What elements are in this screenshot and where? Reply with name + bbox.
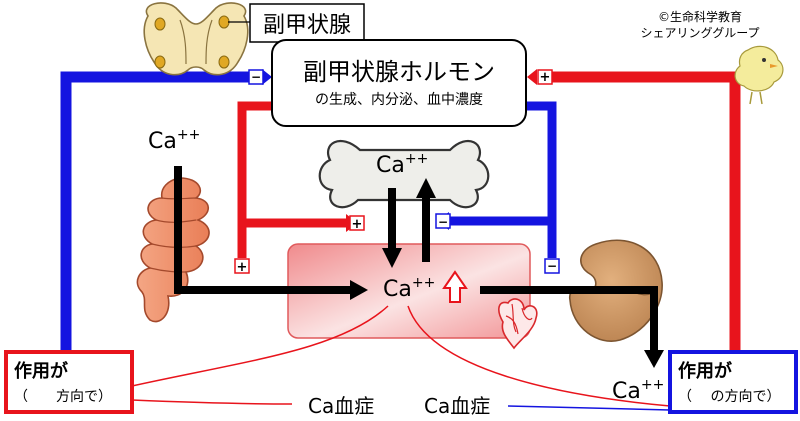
connector-left-condition xyxy=(131,399,293,405)
left-action-box xyxy=(4,350,134,414)
ca-bone-label: Ca++ xyxy=(376,151,428,178)
svg-text:+: + xyxy=(540,70,551,85)
heart-icon xyxy=(498,298,538,350)
svg-text:−: − xyxy=(251,70,261,84)
sign-kidney-minus: − xyxy=(544,258,560,274)
chick-mascot-icon xyxy=(734,45,784,105)
sign-bone-plus: + xyxy=(349,215,365,232)
connector-blood-left xyxy=(131,305,389,387)
gland-label: 副甲状腺 xyxy=(263,13,351,38)
absorption-arrowhead xyxy=(350,280,368,300)
intestine-icon xyxy=(136,177,210,323)
right-action-box xyxy=(668,350,798,414)
excretion-arrow xyxy=(480,286,658,350)
ca-intestine-label: Ca++ xyxy=(148,127,200,154)
sign-bone-minus: − xyxy=(435,213,451,229)
right-loop-arrowhead xyxy=(527,69,537,85)
bone-icon xyxy=(318,139,490,209)
gland-label-box xyxy=(249,3,365,43)
ca-blood-label: Ca++ xyxy=(383,275,435,302)
bone-deposit-arrowhead xyxy=(416,178,436,198)
svg-text:+: + xyxy=(352,217,363,232)
excretion-arrowhead xyxy=(644,350,664,368)
left-loop-arrowhead xyxy=(262,69,272,85)
left-action-direction: （ 方向で） xyxy=(14,389,112,405)
parathyroid-gland-icon xyxy=(143,2,249,76)
credit-line-1: ©生命科学教育 xyxy=(658,9,742,24)
hormone-title: 副甲状腺ホルモン xyxy=(303,58,495,86)
svg-text:+: + xyxy=(237,260,248,275)
sign-gut-plus: + xyxy=(234,258,250,275)
credit-line-2: シェアリンググループ xyxy=(640,26,759,40)
hormone-box xyxy=(271,39,527,127)
hormone-subtitle: の生成、内分泌、血中濃度 xyxy=(315,92,483,108)
bone-release-arrowhead xyxy=(382,248,402,268)
condition-right-label: Ca血症 xyxy=(424,394,490,418)
condition-left-label: Ca血症 xyxy=(308,394,374,418)
right-action-title: 作用が xyxy=(678,360,732,382)
inner-red-path-vertical xyxy=(237,101,282,258)
right-action-direction: （ の方向で） xyxy=(678,389,780,405)
absorption-arrow xyxy=(174,166,350,294)
calcium-rise-arrow-icon xyxy=(442,270,468,303)
sign-left-loop-plus: − xyxy=(248,69,264,85)
left-action-title: 作用が xyxy=(14,360,68,382)
left-blue-feedback-loop xyxy=(60,71,265,352)
svg-text:−: − xyxy=(438,215,448,229)
connector-right-condition xyxy=(507,405,671,411)
inner-blue-path-vertical xyxy=(518,101,557,258)
connector-blood-right xyxy=(407,305,671,407)
svg-text:−: − xyxy=(547,259,557,273)
sign-right-loop-plus: + xyxy=(537,69,553,85)
